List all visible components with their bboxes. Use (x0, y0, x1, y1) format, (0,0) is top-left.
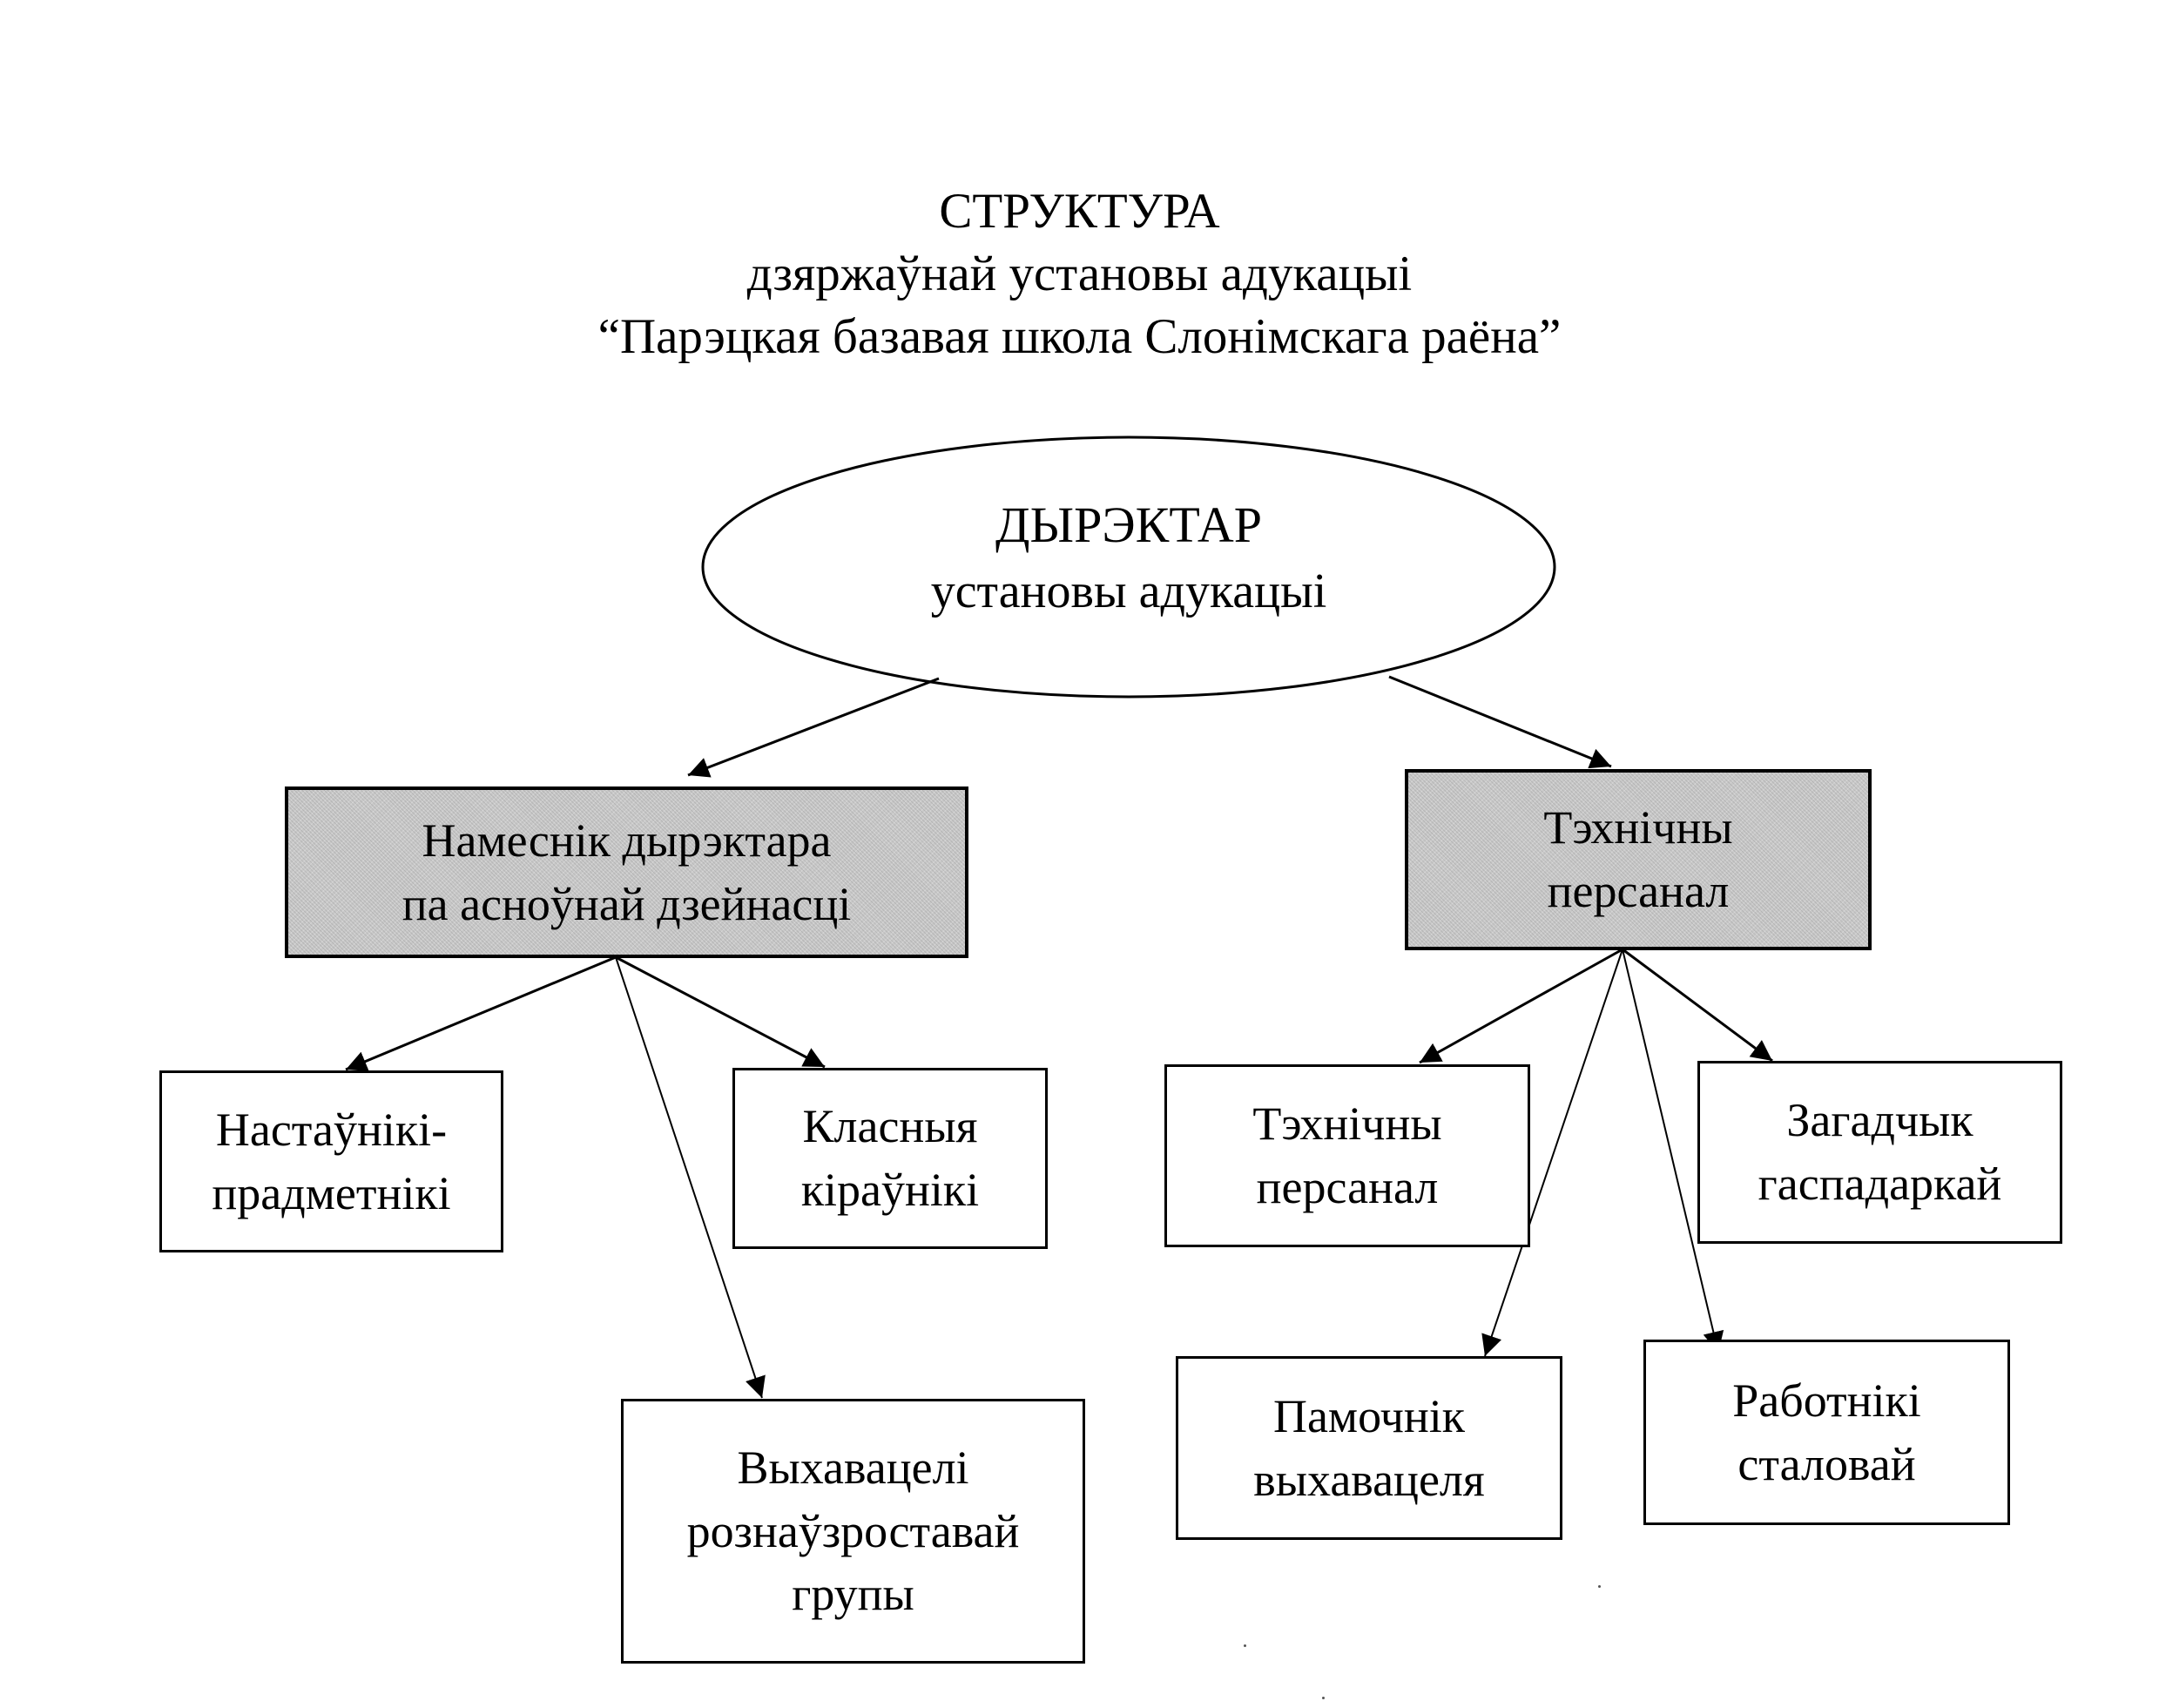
technical-staff-line-1: Тэхнічны (1543, 801, 1733, 854)
class-teachers-box: Класныя кіраўнікі (732, 1068, 1048, 1249)
facilities-manager-box: Загадчык гаспадаркай (1697, 1061, 2062, 1244)
subject-teachers-line-1: Настаўнікі- (215, 1103, 448, 1156)
scan-speck (1322, 1697, 1325, 1699)
facilities-manager-line-1: Загадчык (1786, 1094, 1973, 1147)
director-subtitle: установы адукацыі (930, 564, 1327, 619)
technical-staff-line-2: персанал (1547, 865, 1730, 917)
facilities-manager-line-2: гаспадаркай (1758, 1158, 2002, 1210)
edge-deputy-subject-teachers (345, 955, 617, 1071)
edge-tech-facilities-manager (1622, 948, 1773, 1063)
canteen-workers-line-1: Работнікі (1732, 1374, 1921, 1427)
director-ellipse (701, 435, 1556, 699)
scan-speck (1244, 1644, 1246, 1647)
edge-deputy-class-teachers (615, 955, 826, 1069)
technical-staff-sub-line-2: персанал (1256, 1161, 1439, 1213)
canteen-workers-line-2: сталовай (1737, 1437, 1916, 1490)
deputy-line-2: па асноўнай дзейнасці (401, 877, 852, 930)
document-title: СТРУКТУРА (939, 184, 1220, 239)
class-teachers-line-1: Класныя (802, 1100, 978, 1153)
deputy-director-box: Намеснік дырэктара па асноўнай дзейнасці (285, 786, 968, 958)
edge-deputy-educators (615, 956, 766, 1399)
director-node: ДЫРЭКТАР установы адукацыі (703, 437, 1555, 697)
subject-teachers-line-2: прадметнікі (212, 1166, 451, 1219)
assistant-educator-line-2: выхавацеля (1253, 1453, 1485, 1506)
class-teachers-line-2: кіраўнікі (800, 1164, 980, 1216)
edge-tech-assistant-educator (1481, 949, 1623, 1357)
edge-tech-canteen-workers (1622, 949, 1724, 1354)
educators-line-2: рознаўзроставай (686, 1504, 1020, 1557)
educators-line-1: Выхавацелі (737, 1441, 969, 1494)
director-title: ДЫРЭКТАР (995, 496, 1263, 554)
scan-speck (1598, 1585, 1601, 1588)
educators-box: Выхавацелі рознаўзроставай групы (621, 1399, 1085, 1664)
technical-staff-box: Тэхнічны персанал (1405, 769, 1872, 950)
canteen-workers-box: Работнікі сталовай (1643, 1340, 2010, 1525)
edge-root-deputy (687, 677, 940, 778)
educators-line-3: групы (792, 1568, 914, 1621)
assistant-educator-box: Памочнік выхавацеля (1176, 1356, 1562, 1540)
document-subtitle: дзяржаўнай установы адукацыі (746, 246, 1413, 301)
subject-teachers-box: Настаўнікі- прадметнікі (159, 1070, 503, 1252)
deputy-line-1: Намеснік дырэктара (422, 813, 832, 867)
assistant-educator-line-1: Памочнік (1272, 1389, 1466, 1442)
technical-staff-sub-box: Тэхнічны персанал (1164, 1064, 1530, 1247)
edge-root-technical-staff (1388, 675, 1612, 769)
technical-staff-sub-line-1: Тэхнічны (1252, 1097, 1442, 1151)
school-name: “Парэцкая базавая школа Слонімскага раён… (597, 309, 1562, 364)
edge-tech-technical-staff-sub (1419, 948, 1623, 1064)
